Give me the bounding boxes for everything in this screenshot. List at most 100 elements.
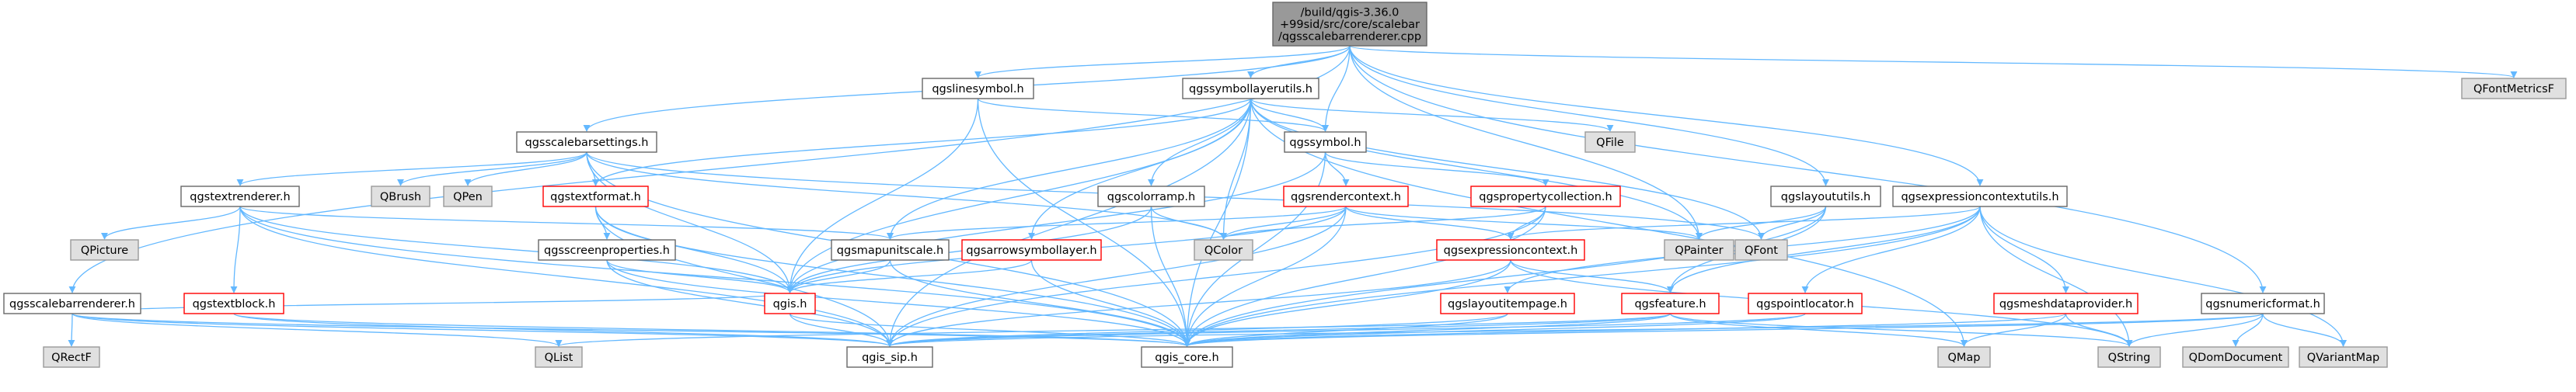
edge-numericformat-to-qstring — [2125, 313, 2264, 347]
node-box-qmap — [1937, 346, 1991, 368]
node-mapunitscale[interactable]: qgsmapunitscale.h — [831, 239, 950, 261]
node-label-qgis_sip: qgis_sip.h — [862, 352, 918, 364]
edge-exprcontextutils-to-pointlocator — [1801, 206, 1981, 293]
node-label-root-line-2: +99sid/src/core/scalebar — [1280, 19, 1420, 31]
edge-colorramp-to-qgis_core — [1150, 206, 1191, 347]
node-exprcontext[interactable]: qgsexpressioncontext.h — [1436, 239, 1585, 261]
node-root[interactable]: /build/qgis-3.36.0+99sid/src/core/scaleb… — [1272, 2, 1427, 47]
node-label-layoutitempage: qgslayoutitempage.h — [1448, 298, 1567, 310]
edge-symbollayerutils-to-qgis — [786, 98, 1252, 293]
node-box-scalebarsettings — [516, 131, 657, 153]
node-qcolor: QColor — [1194, 239, 1253, 261]
node-fontmetricsf: QFontMetricsF — [2461, 78, 2567, 99]
node-box-pointlocator — [1748, 293, 1863, 314]
node-label-arrowsymbollayer: qgsarrowsymbollayer.h — [966, 245, 1096, 257]
node-pointlocator[interactable]: qgspointlocator.h — [1748, 293, 1863, 314]
edge-scalebarsettings-to-qpen — [464, 151, 587, 186]
edge-feature-to-qlist — [556, 313, 1671, 347]
edge-scalebarrenderer_h-to-qrectf — [68, 313, 75, 347]
node-qfont: QFont — [1734, 239, 1788, 261]
node-box-qfont — [1734, 239, 1788, 261]
edge-scalebarrenderer_h-to-qgis_sip — [71, 313, 894, 347]
node-textformat[interactable]: qgstextformat.h — [542, 186, 649, 207]
edge-textrenderer-to-textblock — [230, 206, 241, 293]
node-box-qlist — [535, 346, 583, 368]
node-box-textrenderer — [180, 186, 300, 207]
node-label-qfile: QFile — [1596, 137, 1624, 149]
node-qgis_core[interactable]: qgis_core.h — [1141, 346, 1233, 368]
node-label-symbol: qgssymbol.h — [1289, 137, 1361, 149]
node-label-propertycollection: qgspropertycollection.h — [1479, 191, 1612, 203]
edge-screenproperties-to-qgis_core — [606, 259, 1190, 347]
node-qlist: QList — [535, 346, 583, 368]
edge-layoututils-to-qfont — [1757, 206, 1827, 240]
edge-symbollayerutils-to-symbol — [1250, 98, 1330, 132]
edge-exprcontextutils-to-meshdataprovider — [1979, 206, 2070, 293]
node-label-qvariantmap: QVariantMap — [2307, 352, 2379, 364]
edge-linesymbol-to-symbol — [977, 98, 1329, 132]
edge-layoututils-to-qgis_core — [1183, 206, 1827, 347]
edge-root-to-exprcontextutils — [1349, 45, 1984, 186]
edge-textformat-to-qgis_sip — [594, 206, 894, 347]
edge-pointlocator-to-qgis_sip — [886, 313, 1806, 347]
node-numericformat[interactable]: qgsnumericformat.h — [2201, 293, 2325, 314]
edge-rendercontext-to-qpainter — [1345, 206, 1703, 240]
edge-root-to-symbol — [1321, 45, 1351, 132]
node-label-rendercontext: qgsrendercontext.h — [1291, 191, 1401, 203]
node-box-qrectf — [43, 346, 100, 368]
edge-qgis-to-qgis_sip — [789, 313, 894, 347]
node-qpainter: QPainter — [1664, 239, 1734, 261]
node-label-qpen: QPen — [453, 191, 483, 203]
node-rendercontext[interactable]: qgsrendercontext.h — [1283, 186, 1409, 207]
node-box-exprcontext — [1436, 239, 1585, 261]
node-scalebarrenderer_h[interactable]: qgsscalebarrenderer.h — [3, 293, 141, 314]
edge-root-to-layoututils — [1349, 45, 1829, 186]
node-qgis[interactable]: qgis.h — [764, 293, 816, 314]
node-linesymbol[interactable]: qgslinesymbol.h — [922, 78, 1034, 99]
node-meshdataprovider[interactable]: qgsmeshdataprovider.h — [1993, 293, 2139, 314]
edge-symbollayerutils-to-qgis_core — [1183, 98, 1252, 347]
node-qgis_sip[interactable]: qgis_sip.h — [846, 346, 933, 368]
node-feature[interactable]: qgsfeature.h — [1621, 293, 1720, 314]
node-layoututils[interactable]: qgslayoututils.h — [1770, 186, 1881, 207]
edge-textrenderer-to-qgis_core — [239, 206, 1190, 347]
node-textblock[interactable]: qgstextblock.h — [183, 293, 284, 314]
node-box-qgis — [764, 293, 816, 314]
edge-symbollayerutils-to-textformat — [592, 98, 1252, 186]
node-label-linesymbol: qgslinesymbol.h — [932, 83, 1023, 95]
node-box-root — [1272, 2, 1427, 47]
node-box-qcolor — [1194, 239, 1253, 261]
node-label-scalebarsettings: qgsscalebarsettings.h — [525, 137, 649, 149]
node-screenproperties[interactable]: qgsscreenproperties.h — [538, 239, 676, 261]
node-textrenderer[interactable]: qgstextrenderer.h — [180, 186, 300, 207]
node-symbollayerutils[interactable]: qgssymbollayerutils.h — [1182, 78, 1319, 99]
node-box-qgis_sip — [846, 346, 933, 368]
edge-textrenderer-to-qgis_sip — [239, 206, 894, 347]
node-propertycollection[interactable]: qgspropertycollection.h — [1470, 186, 1621, 207]
edge-symbol-to-propertycollection — [1324, 151, 1549, 186]
node-layoutitempage[interactable]: qgslayoutitempage.h — [1440, 293, 1575, 314]
edge-textblock-to-qgis_sip — [233, 313, 894, 347]
node-qbrush: QBrush — [371, 186, 430, 207]
node-colorramp[interactable]: qgscolorramp.h — [1097, 186, 1205, 207]
edge-meshdataprovider-to-qmap — [1961, 313, 2067, 347]
edge-textrenderer-to-qpicture — [101, 206, 241, 240]
node-qrectf: QRectF — [43, 346, 100, 368]
node-scalebarsettings[interactable]: qgsscalebarsettings.h — [516, 131, 657, 153]
node-label-qfont: QFont — [1745, 245, 1778, 257]
node-qmap: QMap — [1937, 346, 1991, 368]
node-box-qvariantmap — [2299, 346, 2388, 368]
node-label-textblock: qgstextblock.h — [193, 298, 276, 310]
edge-symbollayerutils-to-qpainter — [1250, 98, 1703, 240]
node-label-exprcontext: qgsexpressioncontext.h — [1444, 245, 1578, 257]
node-symbol[interactable]: qgssymbol.h — [1284, 131, 1367, 153]
node-arrowsymbollayer[interactable]: qgsarrowsymbollayer.h — [961, 239, 1102, 261]
edge-exprcontext-to-qgis_core — [1183, 259, 1511, 347]
node-box-qbrush — [371, 186, 430, 207]
edge-exprcontextutils-to-qvariantmap — [1979, 206, 2348, 347]
edge-scalebarrenderer_h-to-qgis — [71, 292, 793, 314]
edge-propertycollection-to-qcolor — [1220, 206, 1546, 240]
edge-exprcontext-to-feature — [1510, 259, 1674, 293]
node-exprcontextutils[interactable]: qgsexpressioncontextutils.h — [1892, 186, 2068, 207]
edge-arrowsymbollayer-to-qgis — [786, 259, 1033, 293]
